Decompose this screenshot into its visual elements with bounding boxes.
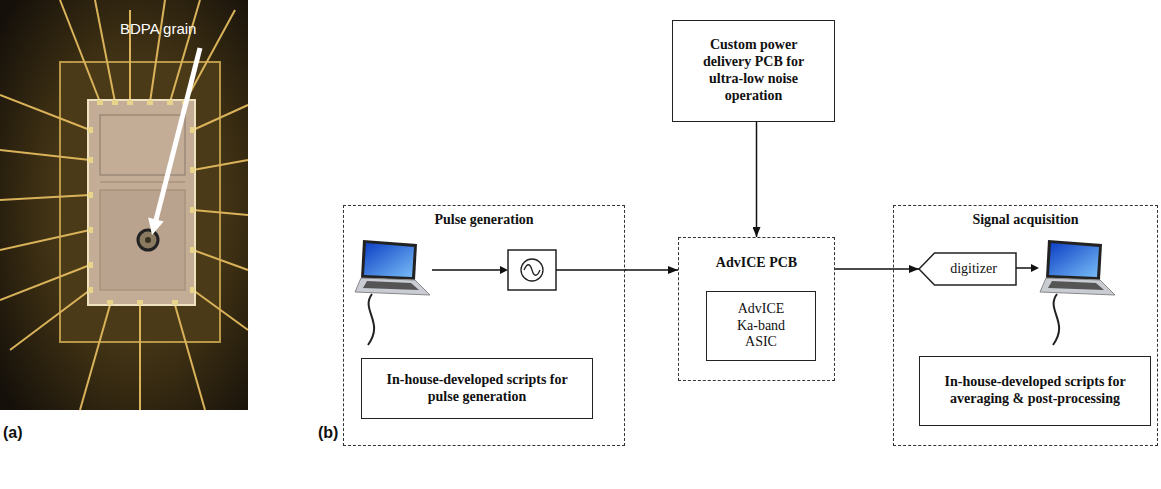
digitizer-outline	[919, 253, 1016, 285]
box-label: AdvICE Ka-band ASIC	[729, 301, 793, 351]
chip-photo	[0, 0, 248, 410]
connector-arrow	[756, 122, 758, 237]
process-box: In-house-developed scripts for averaging…	[919, 356, 1151, 426]
connector-arrow	[625, 269, 678, 271]
cable	[1053, 294, 1059, 345]
group-heading: AdvICE PCB	[679, 238, 834, 272]
dashed-group: AdvICE PCB AdvICE Ka-band ASIC	[678, 237, 835, 381]
box-label: Custom power delivery PCB for ultra-low …	[685, 37, 822, 104]
dashed-group: Pulse generationIn-house-developed scrip…	[343, 205, 625, 446]
bdpa-grain	[138, 230, 158, 250]
laptop-icon	[355, 240, 430, 295]
box-label: In-house-developed scripts for pulse gen…	[386, 372, 568, 406]
dashed-group: Signal acquisition digitizerIn-house-deve…	[893, 205, 1158, 446]
pointer-arrowhead	[148, 218, 164, 236]
process-box: Custom power delivery PCB for ultra-low …	[672, 20, 835, 122]
die-pattern	[100, 190, 185, 290]
laptop-icon	[1040, 240, 1115, 295]
arrowhead	[1031, 264, 1039, 272]
arrow-line	[1015, 267, 1031, 269]
box-label: digitizer	[925, 261, 1010, 278]
die-pattern	[100, 181, 185, 183]
panel-label: (b)	[318, 424, 338, 442]
cable	[368, 294, 374, 345]
process-box: AdvICE Ka-band ASIC	[706, 291, 816, 361]
bond-wires	[0, 0, 248, 410]
group-heading: Pulse generation	[344, 206, 624, 229]
bdpa-grain	[145, 237, 151, 243]
connector-arrow	[835, 268, 919, 270]
signal-generator-symbol	[508, 250, 556, 290]
panel-label: (a)	[3, 424, 23, 442]
digitizer-shape: digitizer	[919, 253, 1016, 285]
package-frame	[60, 62, 220, 342]
box-label: In-house-developed scripts for averaging…	[944, 374, 1126, 408]
callout-label: BDPA grain	[120, 20, 196, 37]
group-heading: Signal acquisition	[894, 206, 1157, 229]
arrow-line	[556, 269, 626, 271]
process-box: In-house-developed scripts for pulse gen…	[361, 358, 593, 419]
pointer-arrow	[156, 48, 200, 220]
arrow-line	[432, 269, 500, 271]
arrowhead	[500, 266, 508, 274]
photo-ground	[0, 0, 248, 410]
